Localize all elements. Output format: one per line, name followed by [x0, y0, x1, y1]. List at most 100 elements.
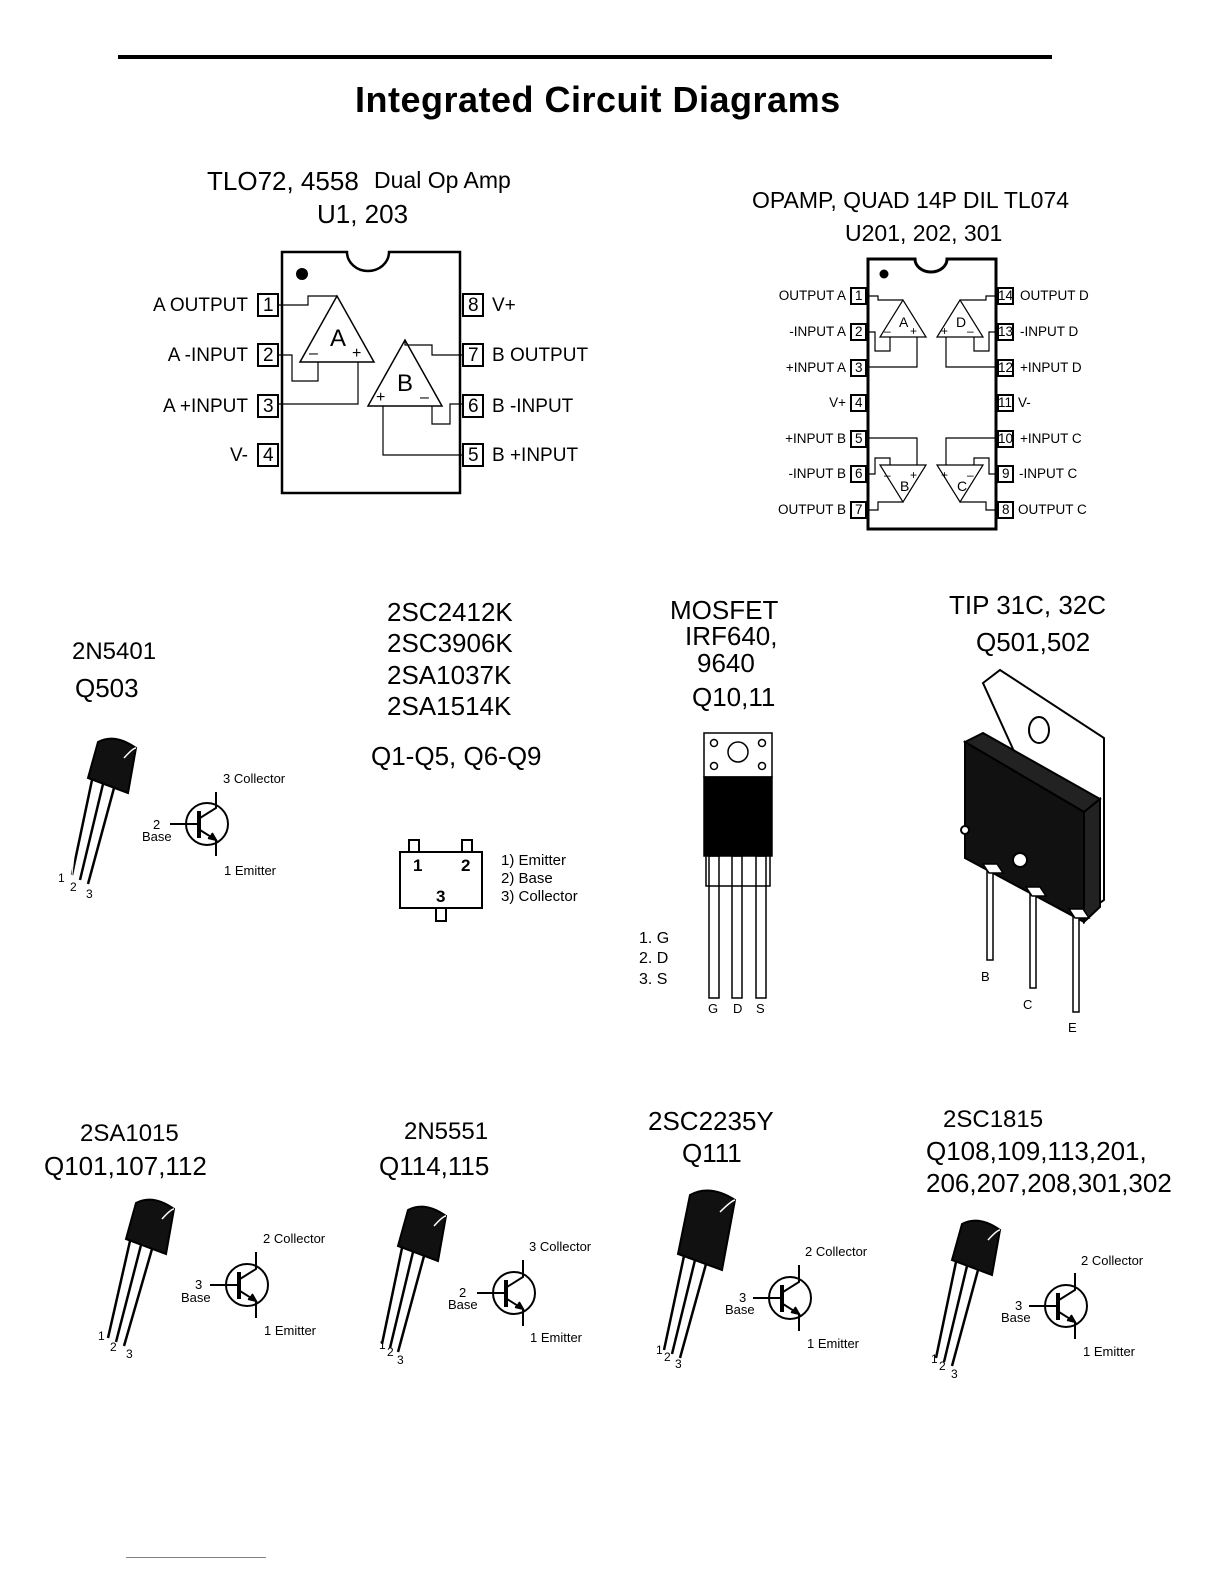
quad-pin-12-num: 12 [998, 360, 1014, 375]
q108-collector-label: 2 Collector [1081, 1253, 1144, 1268]
smd-part-3: 2SA1037K [387, 660, 512, 690]
q111-lead-2: 2 [664, 1350, 671, 1364]
tip-lead-b: B [981, 969, 990, 984]
q108-ref-line2: 206,207,208,301,302 [926, 1168, 1172, 1198]
q503-ref: Q503 [75, 673, 139, 703]
quad-pin-11-num: 11 [998, 395, 1013, 410]
pin-8-num: 8 [468, 295, 479, 316]
svg-text:–: – [884, 324, 891, 338]
q111-emitter-label: 1 Emitter [807, 1336, 860, 1351]
q101-lead-2: 2 [110, 1340, 117, 1354]
quad-pin-3-num: 3 [855, 360, 863, 375]
q101-ref: Q101,107,112 [44, 1151, 207, 1181]
q108-lead-2: 2 [939, 1359, 946, 1373]
q503-symbol [170, 792, 229, 856]
smd-pin-3: 3 [436, 887, 446, 906]
q108-base-label: Base [1001, 1310, 1031, 1325]
quad-pin-1-num: 1 [855, 288, 863, 303]
quad-amp-b-label: B [900, 478, 910, 494]
q503-lead-1: 1 [58, 871, 65, 885]
quad-pin-9-num: 9 [1002, 466, 1010, 481]
q114-lead-3: 3 [397, 1353, 404, 1367]
q503-base-num: 2 [153, 817, 161, 832]
q503-lead-3: 3 [86, 887, 93, 901]
svg-text:–: – [420, 389, 429, 406]
quad-pin-12-label: +INPUT D [1020, 360, 1082, 375]
q108-part: 2SC1815 [943, 1106, 1044, 1133]
quad-pin-14-label: OUTPUT D [1020, 288, 1089, 303]
tip-ref: Q501,502 [976, 627, 1091, 657]
quad-pin-8-label: OUTPUT C [1018, 502, 1087, 517]
mosfet-legend-d: 2. D [639, 950, 669, 967]
q108-base-num: 3 [1015, 1298, 1023, 1313]
smd-ref: Q1-Q5, Q6-Q9 [371, 741, 542, 771]
quad-pin-13-num: 13 [998, 324, 1014, 339]
q111-base-num: 3 [739, 1290, 747, 1305]
dual-opamp-ref: U1, 203 [317, 199, 409, 229]
pin-1-num: 1 [263, 295, 274, 316]
amp-a-label: A [330, 325, 347, 352]
pin-2-label: A -INPUT [167, 345, 248, 366]
smd-legend-1: 1) Emitter [501, 852, 567, 869]
quad-pin-4-label: V+ [829, 395, 846, 410]
q101-to92-body [106, 1198, 176, 1348]
top-rule [118, 55, 1052, 59]
q111-to92-body [662, 1189, 737, 1360]
mosfet-lead-d: D [733, 1001, 743, 1016]
quad-pin-5-label: +INPUT B [785, 431, 846, 446]
quad-pin-1-label: OUTPUT A [778, 288, 846, 303]
q503-emitter-label: 1 Emitter [224, 863, 277, 878]
quad-pin1-dot-icon [879, 269, 889, 279]
q503-to92-body [70, 737, 138, 885]
q108-ref-line1: Q108,109,113,201, [926, 1136, 1147, 1166]
svg-text:–: – [967, 324, 974, 338]
footer-rule [126, 1557, 266, 1558]
dual-opamp-parts: TLO72, 4558 [207, 166, 359, 196]
q111-collector-label: 2 Collector [805, 1244, 868, 1259]
q503-lead-2: 2 [70, 880, 77, 894]
smd-part-2: 2SC3906K [387, 628, 513, 658]
svg-text:+: + [910, 468, 917, 482]
smd-legend-2: 2) Base [501, 870, 553, 887]
tip-lead-e: E [1068, 1020, 1077, 1035]
q108-lead-1: 1 [931, 1352, 938, 1366]
smd-part-4: 2SA1514K [387, 691, 512, 721]
svg-text:+: + [941, 468, 948, 482]
q503-base-label: Base [142, 829, 172, 844]
quad-amp-c-label: C [957, 478, 968, 494]
quad-pin-9-label: -INPUT C [1019, 466, 1078, 481]
pin-8-label: V+ [492, 295, 516, 316]
q114-part: 2N5551 [404, 1118, 489, 1145]
q114-lead-2: 2 [387, 1345, 394, 1359]
svg-text:–: – [884, 468, 891, 482]
q111-lead-1: 1 [656, 1343, 663, 1357]
smd-part-1: 2SC2412K [387, 597, 513, 627]
q108-lead-3: 3 [951, 1367, 958, 1381]
page-title: Integrated Circuit Diagrams [355, 79, 841, 120]
pin-7-num: 7 [468, 345, 479, 366]
quad-pin-7-label: OUTPUT B [777, 502, 846, 517]
pin-3-label: A +INPUT [163, 396, 248, 417]
mosfet-line2: IRF640, [685, 621, 778, 651]
mosfet-to220-body [703, 732, 773, 999]
quad-pin-2-label: -INPUT A [789, 324, 846, 339]
q101-base-num: 3 [195, 1277, 203, 1292]
q114-ref: Q114,115 [379, 1151, 490, 1181]
q114-to92-body [380, 1205, 448, 1354]
q101-part: 2SA1015 [80, 1120, 179, 1147]
pin-4-label: V- [230, 445, 248, 466]
q114-emitter-label: 1 Emitter [530, 1330, 583, 1345]
mosfet-line1: MOSFET [670, 595, 779, 625]
quad-pin-5-num: 5 [855, 431, 863, 446]
pin-2-num: 2 [263, 345, 274, 366]
dual-opamp-type: Dual Op Amp [374, 167, 511, 193]
quad-opamp-ref: U201, 202, 301 [845, 220, 1003, 246]
mosfet-legend-g: 1. G [639, 930, 670, 947]
